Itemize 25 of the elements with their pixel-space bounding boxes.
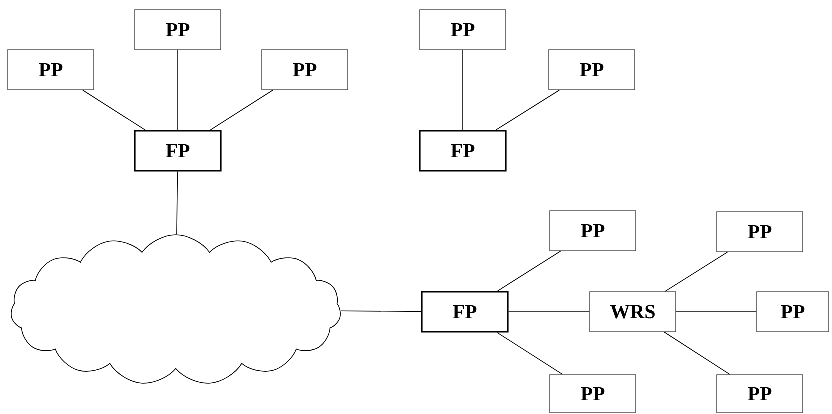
network-cloud	[11, 234, 341, 384]
connector-line	[176, 171, 178, 236]
connector-line	[210, 90, 274, 131]
processor-box: PP	[420, 10, 506, 50]
processor-box: PP	[716, 212, 804, 252]
connector-line	[497, 332, 564, 375]
processor-box: PP	[262, 50, 348, 90]
processor-box: PP	[134, 10, 222, 50]
processor-box: WRS	[590, 292, 676, 332]
connector-line	[496, 90, 560, 131]
processor-box: FP	[419, 130, 507, 172]
connector-line	[497, 251, 562, 292]
processor-box: PP	[550, 374, 636, 414]
connector-line	[664, 332, 730, 375]
connector-line	[462, 50, 464, 131]
processor-box: FP	[134, 130, 222, 172]
connector-line	[340, 310, 422, 312]
processor-box: PP	[8, 50, 94, 90]
connector-line	[82, 90, 146, 131]
processor-box: PP	[550, 210, 636, 252]
connector-line	[664, 252, 728, 292]
processor-box: PP	[716, 374, 804, 414]
processor-box: PP	[756, 292, 830, 332]
processor-box: PP	[548, 50, 636, 90]
processor-box: FP	[421, 291, 509, 333]
